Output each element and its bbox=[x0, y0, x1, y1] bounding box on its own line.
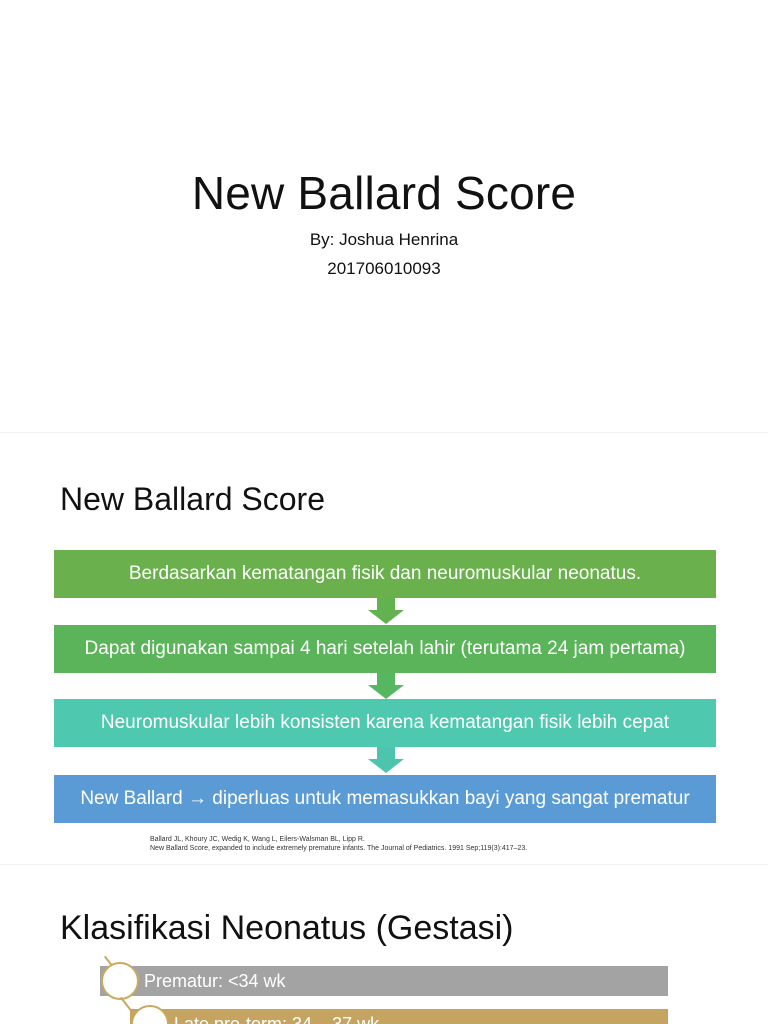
ballard-overview-slide: New Ballard Score Berdasarkan kematangan… bbox=[0, 432, 768, 864]
classification-item-2: Late pre-term: 34 – 37 wk bbox=[130, 1009, 668, 1024]
student-id: 201706010093 bbox=[327, 259, 441, 278]
bullet-circle-icon bbox=[131, 1005, 169, 1024]
author-line: By: Joshua Henrina bbox=[309, 230, 459, 249]
citation-reference: New Ballard Score, expanded to include e… bbox=[150, 845, 528, 852]
down-arrow-icon bbox=[368, 673, 404, 699]
classification-slide: Klasifikasi Neonatus (Gestasi) Prematur:… bbox=[0, 864, 768, 1024]
flow-box-3: Neuromuskular lebih konsisten karena kem… bbox=[54, 699, 716, 747]
presentation-title: New Ballard Score bbox=[191, 167, 577, 219]
flow-box-1: Berdasarkan kematangan fisik dan neuromu… bbox=[54, 550, 716, 598]
classification-item-1: Prematur: <34 wk bbox=[100, 966, 668, 996]
citation: Ballard JL, Khoury JC, Wedig K, Wang L, … bbox=[150, 835, 527, 853]
down-arrow-icon bbox=[368, 598, 404, 624]
flow-box-4: New Ballard → diperluas untuk memasukkan… bbox=[54, 775, 716, 823]
down-arrow-icon bbox=[368, 747, 404, 773]
bullet-circle-icon bbox=[101, 962, 139, 1000]
citation-authors: Ballard JL, Khoury JC, Wedig K, Wang L, … bbox=[150, 836, 365, 843]
slide-title: Klasifikasi Neonatus (Gestasi) bbox=[60, 909, 514, 947]
title-slide: New Ballard Score By: Joshua Henrina 201… bbox=[0, 0, 768, 432]
slide-title: New Ballard Score bbox=[60, 481, 325, 517]
flow-box-2: Dapat digunakan sampai 4 hari setelah la… bbox=[54, 625, 716, 673]
